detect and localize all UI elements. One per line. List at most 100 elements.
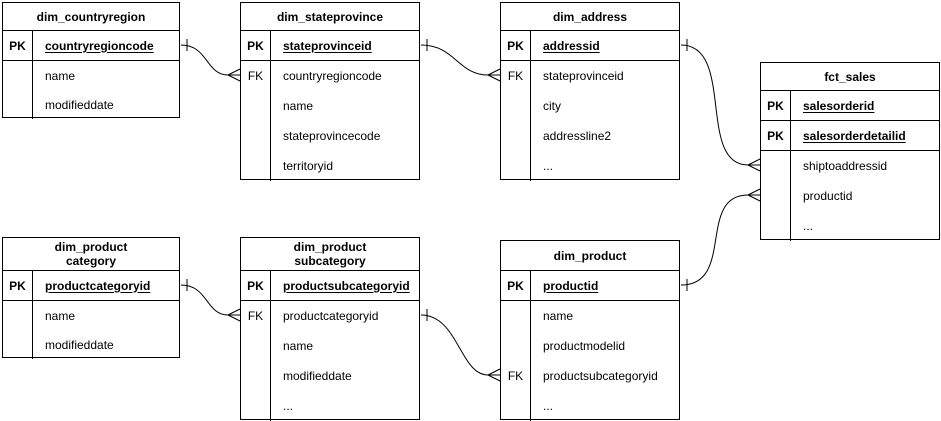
key-label: FK [501, 61, 531, 91]
field-name: addressid [543, 38, 600, 53]
key-label [241, 91, 271, 121]
field-name: productcategoryid [283, 309, 379, 323]
connector-stateprovince-address [420, 39, 501, 82]
field-row: productmodelid [501, 331, 679, 361]
key-label [241, 151, 271, 181]
key-label: PK [3, 31, 33, 60]
field-row: PK countryregioncode [3, 31, 179, 61]
field-row: FK productsubcategoryid [501, 361, 679, 391]
field-name: countryregioncode [283, 69, 382, 83]
key-label: PK [501, 271, 531, 300]
field-row: name [241, 91, 419, 121]
entity-title: fct_sales [761, 63, 939, 91]
field-row: name [3, 301, 179, 330]
entity-fct-sales: fct_sales PK salesorderid PK salesorderd… [760, 62, 940, 241]
key-label: PK [3, 271, 33, 300]
entity-title: dim_countryregion [3, 3, 179, 31]
entity-title: dim_product subcategory [241, 238, 419, 271]
entity-dim-countryregion: dim_countryregion PK countryregioncode n… [2, 2, 180, 119]
field-row: city [501, 91, 679, 121]
key-label [241, 361, 271, 391]
field-row: name [241, 331, 419, 361]
field-row: modifieddate [3, 330, 179, 359]
key-label [3, 301, 33, 330]
field-name: countryregioncode [45, 38, 154, 53]
field-row: FK stateprovinceid [501, 61, 679, 91]
connector-productcategory-productsubcategory [180, 279, 241, 322]
field-row: stateprovincecode [241, 121, 419, 151]
field-name: name [45, 308, 76, 323]
field-row: ... [241, 391, 419, 421]
connector-product-fctsales [680, 188, 761, 291]
field-name: productcategoryid [45, 278, 151, 293]
field-name: ... [803, 219, 814, 233]
key-label: FK [241, 301, 271, 331]
key-label [3, 61, 33, 90]
field-name: territoryid [283, 159, 334, 173]
key-label [501, 151, 531, 181]
entity-title: dim_product category [3, 238, 179, 271]
field-row: PK stateprovinceid [241, 31, 419, 61]
key-label [501, 331, 531, 361]
field-name: productid [543, 278, 599, 293]
key-label: PK [241, 31, 271, 60]
key-label [501, 121, 531, 151]
field-row: FK productcategoryid [241, 301, 419, 331]
field-name: productid [803, 189, 853, 203]
key-label: PK [501, 31, 531, 60]
field-row: ... [761, 211, 939, 241]
field-row: shiptoaddressid [761, 151, 939, 181]
field-name: addressline2 [543, 129, 612, 143]
field-row: FK countryregioncode [241, 61, 419, 91]
field-row: PK salesorderid [761, 91, 939, 121]
key-label: PK [761, 121, 791, 150]
key-label [501, 91, 531, 121]
connector-countryregion-stateprovince [180, 39, 241, 82]
field-name: city [543, 99, 561, 113]
key-label [3, 90, 33, 119]
field-name: productsubcategoryid [283, 278, 410, 293]
field-name: salesorderdetailid [803, 128, 906, 143]
connector-address-fctsales [680, 39, 761, 172]
key-label [3, 330, 33, 359]
field-name: modifieddate [45, 337, 114, 352]
entity-title: dim_address [501, 3, 679, 31]
key-label [241, 331, 271, 361]
field-row: PK productsubcategoryid [241, 271, 419, 301]
key-label [501, 301, 531, 331]
field-name: name [543, 309, 574, 323]
field-row: modifieddate [3, 90, 179, 119]
entity-title: dim_product [501, 241, 679, 271]
key-label: FK [241, 61, 271, 91]
field-name: stateprovinceid [543, 69, 624, 83]
key-label: PK [761, 91, 791, 120]
field-name: productmodelid [543, 339, 626, 353]
field-row: PK productcategoryid [3, 271, 179, 301]
field-name: ... [543, 159, 554, 173]
field-name: stateprovinceid [283, 38, 372, 53]
key-label [501, 391, 531, 421]
key-label [761, 211, 791, 241]
field-row: PK productid [501, 271, 679, 301]
entity-dim-stateprovince: dim_stateprovince PK stateprovinceid FK … [240, 2, 420, 181]
entity-dim-product: dim_product PK productid name productmod… [500, 240, 680, 421]
field-name: shiptoaddressid [803, 159, 888, 173]
field-row: modifieddate [241, 361, 419, 391]
connector-productsubcategory-product [420, 309, 501, 382]
field-row: ... [501, 151, 679, 181]
field-row: ... [501, 391, 679, 421]
entity-dim-address: dim_address PK addressid FK stateprovinc… [500, 2, 680, 181]
field-row: territoryid [241, 151, 419, 181]
field-name: salesorderid [803, 98, 875, 113]
key-label [241, 121, 271, 151]
field-name: name [283, 339, 314, 353]
field-row: PK addressid [501, 31, 679, 61]
key-label: PK [241, 271, 271, 300]
entity-dim-productsubcategory: dim_product subcategory PK productsubcat… [240, 237, 420, 421]
entity-title: dim_stateprovince [241, 3, 419, 31]
field-name: ... [283, 399, 294, 413]
key-label: FK [501, 361, 531, 391]
field-name: name [283, 99, 314, 113]
field-name: productsubcategoryid [543, 369, 658, 383]
